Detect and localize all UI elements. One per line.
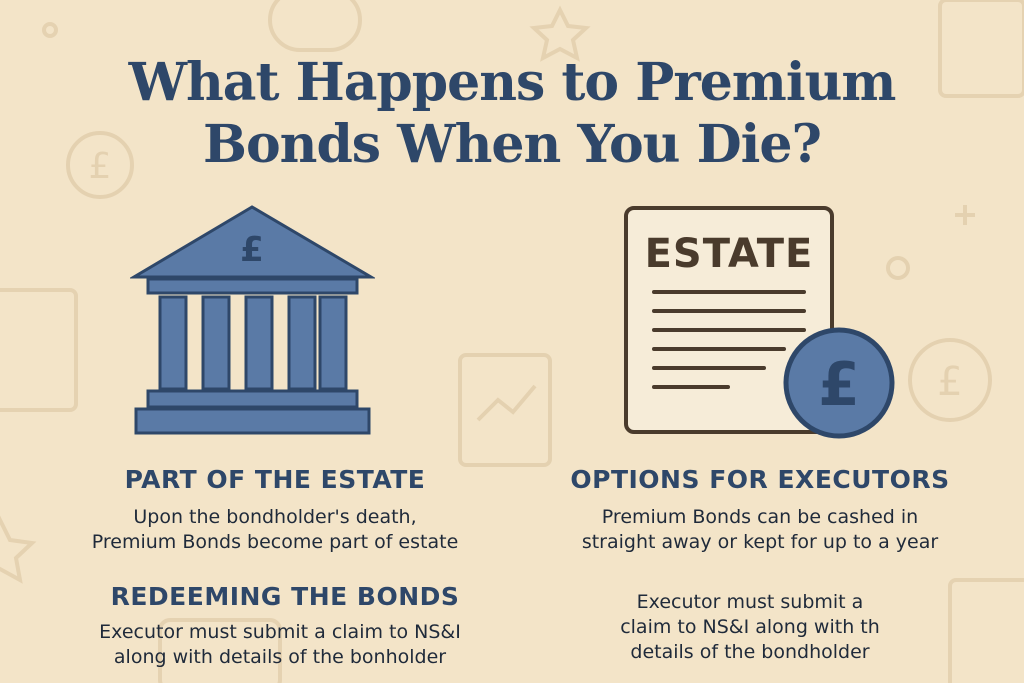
page-title: What Happens to Premium Bonds When You D… [0,52,1024,176]
options-heading: OPTIONS FOR EXECUTORS [570,465,950,494]
estate-label: ESTATE [645,231,814,277]
part-of-estate-line-1: Upon the bondholder's death, [133,506,417,528]
options-line-2: straight away or kept for up to a year [581,531,939,553]
executor-line-2: claim to NS&I along with th [620,616,880,638]
bank-building-icon: £ [130,205,375,435]
redeeming-heading: REDEEMING THE BONDS [110,582,460,611]
pound-circle-icon [66,131,134,199]
options-line-1: Premium Bonds can be cashed in [601,506,919,528]
pound-circle-icon [908,338,992,422]
pound-coin-icon [783,327,895,439]
title-line-2: Bonds When You Die? [203,114,822,175]
redeeming-line-2: along with details of the bonholder [113,646,447,668]
svg-text:£: £ [937,359,962,405]
coin-pound-symbol: £ [818,350,860,420]
star-icon [529,5,591,62]
redeeming-text: Executor must submit a claim to NS&I alo… [40,620,520,670]
options-text: Premium Bonds can be cashed in straight … [525,505,995,555]
part-of-estate-text: Upon the bondholder's death, Premium Bon… [40,505,510,555]
redeeming-line-1: Executor must submit a claim to NS&I [99,621,461,643]
svg-text:£: £ [89,146,112,187]
title-line-1: What Happens to Premium [128,52,897,113]
document-outline-icon [0,288,78,412]
estate-document-icon: ESTATE £ [624,206,895,439]
chart-document-icon [458,353,552,467]
part-of-estate-heading: PART OF THE ESTATE [124,465,426,494]
star-icon [0,515,37,584]
executor-line-3: details of the bondholder [630,641,870,663]
bank-pound-symbol: £ [240,230,264,270]
executor-text: Executor must submit a claim to NS&I alo… [560,590,940,665]
part-of-estate-line-2: Premium Bonds become part of estate [91,531,459,553]
executor-line-1: Executor must submit a [636,591,864,613]
